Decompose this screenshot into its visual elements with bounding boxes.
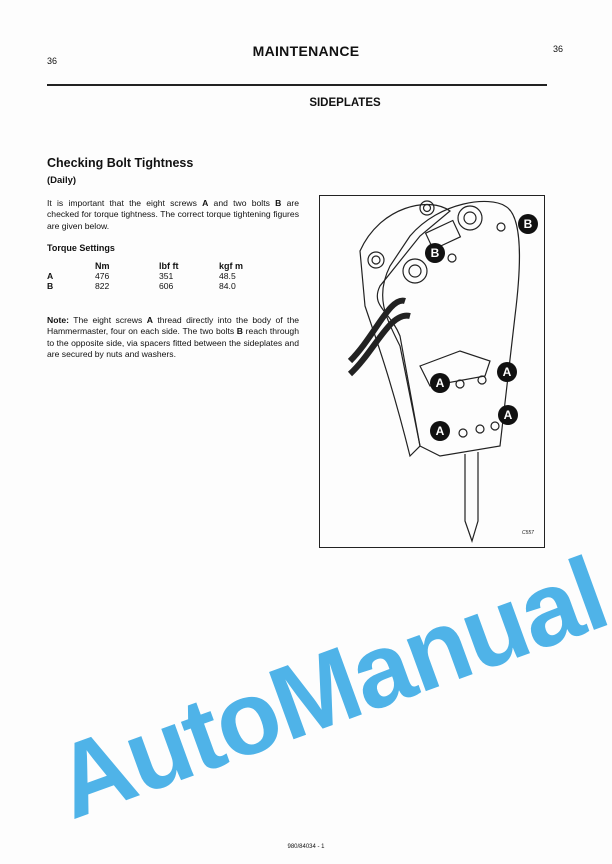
callout-a: A: [436, 376, 445, 390]
frequency: (Daily): [47, 175, 77, 186]
page-title: MAINTENANCE: [252, 43, 360, 59]
heading: Checking Bolt Tightness: [47, 156, 194, 170]
header-rule: [47, 84, 547, 86]
footer-ref: 980/84034 - 1: [287, 844, 325, 850]
hammer-illustration: B B A A A A: [319, 195, 545, 548]
page-number-left: 36: [47, 56, 58, 66]
callout-b: B: [524, 217, 533, 231]
intro-paragraph: It is important that the eight screws A …: [47, 198, 300, 231]
callout-b: B: [431, 246, 440, 260]
section-title: SIDEPLATES: [309, 97, 381, 109]
watermark: AutoManual: [40, 535, 612, 842]
figure-code: C557: [522, 530, 534, 536]
page-number-right: 36: [553, 44, 564, 54]
torque-title: Torque Settings: [47, 243, 115, 253]
callout-a: A: [504, 408, 513, 422]
callout-a: A: [503, 365, 512, 379]
note-paragraph: Note: The eight screws A thread directly…: [47, 315, 299, 359]
callout-a: A: [436, 424, 445, 438]
